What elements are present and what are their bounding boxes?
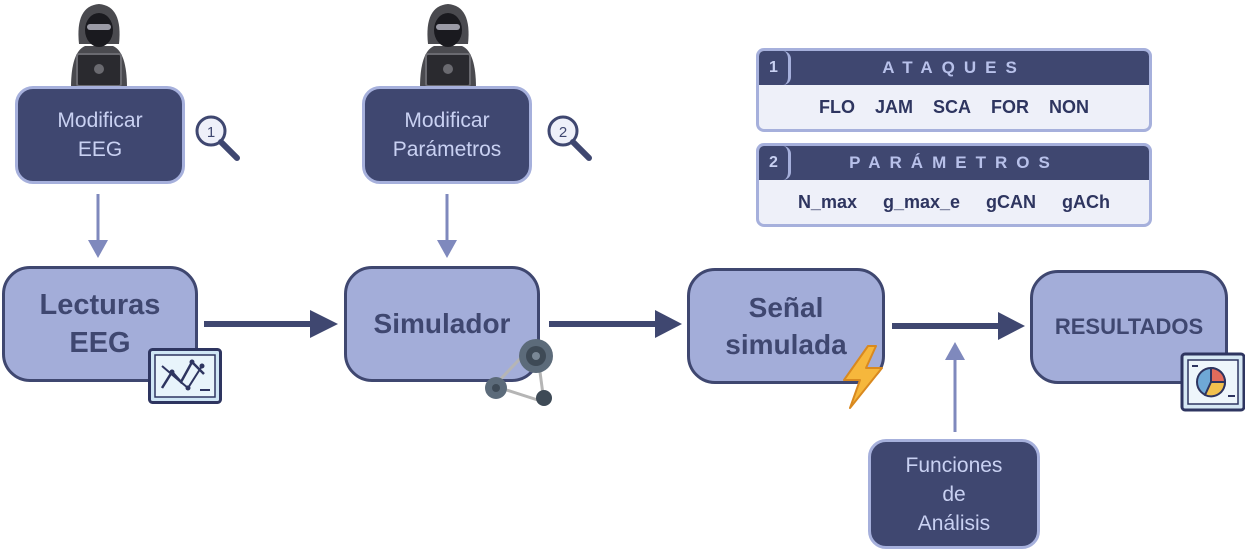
node-modificar-eeg-label: Modificar EEG <box>57 109 143 161</box>
node-modificar-parametros: Modificar Parámetros <box>362 86 532 184</box>
arrow-senal-to-resultados <box>892 312 1025 340</box>
attack-item: FLO <box>818 96 855 117</box>
parameter-item: gCAN <box>986 191 1037 212</box>
node-funciones-analisis: Funciones de Análisis <box>868 439 1040 549</box>
badge-number-2: 2 <box>559 124 567 141</box>
node-lecturas-eeg-label: Lecturas EEG <box>39 289 161 359</box>
node-senal-simulada: Señal simulada <box>687 268 885 384</box>
arrow-modificar-parametros-to-simulador <box>437 194 457 258</box>
parameter-item: g_max_e <box>882 191 961 212</box>
hacker-icon <box>71 4 127 88</box>
node-senal-simulada-label: Señal simulada <box>725 292 847 360</box>
badge-number-1: 1 <box>207 124 215 141</box>
panel-ataques: 1 ATAQUES FLO JAM SCA FOR NON <box>756 48 1152 132</box>
arrow-simulador-to-senal <box>549 310 682 338</box>
panel-ataques-number: 1 <box>759 51 791 85</box>
panel-parametros-title: PARÁMETROS <box>849 153 1059 172</box>
magnifier-icon: 1 <box>195 115 240 161</box>
node-simulador-label: Simulador <box>373 308 511 339</box>
panel-parametros: 2 PARÁMETROS N_max g_max_e gCAN gACh <box>756 143 1152 227</box>
line-chart-icon <box>148 348 222 404</box>
magnifier-icon: 2 <box>547 115 592 161</box>
node-modificar-eeg: Modificar EEG <box>15 86 185 184</box>
arrow-lecturas-to-simulador <box>204 310 338 338</box>
panel-ataques-title: ATAQUES <box>882 58 1026 77</box>
lightning-icon <box>843 345 883 409</box>
parameter-item: gACh <box>1062 191 1111 212</box>
attack-item: JAM <box>874 96 913 117</box>
attack-item: NON <box>1049 96 1090 117</box>
attack-item: FOR <box>991 96 1030 117</box>
node-funciones-analisis-label: Funciones de Análisis <box>905 453 1003 535</box>
arrow-funciones-to-flow <box>945 342 965 432</box>
gears-icon <box>485 338 553 406</box>
node-resultados-label: RESULTADOS <box>1054 314 1204 339</box>
attack-item: SCA <box>933 96 972 117</box>
parameter-item: N_max <box>797 191 857 212</box>
panel-ataques-items: FLO JAM SCA FOR NON <box>759 85 1149 129</box>
panel-parametros-number: 2 <box>759 146 791 180</box>
hacker-icon <box>420 4 476 88</box>
node-modificar-parametros-label: Modificar Parámetros <box>392 109 502 161</box>
panel-parametros-items: N_max g_max_e gCAN gACh <box>759 180 1149 224</box>
arrow-modificar-eeg-to-lecturas <box>88 194 108 258</box>
node-simulador: Simulador <box>344 266 540 382</box>
pie-chart-report-icon <box>1180 352 1245 412</box>
panel-ataques-header: 1 ATAQUES <box>759 51 1149 85</box>
panel-parametros-header: 2 PARÁMETROS <box>759 146 1149 180</box>
